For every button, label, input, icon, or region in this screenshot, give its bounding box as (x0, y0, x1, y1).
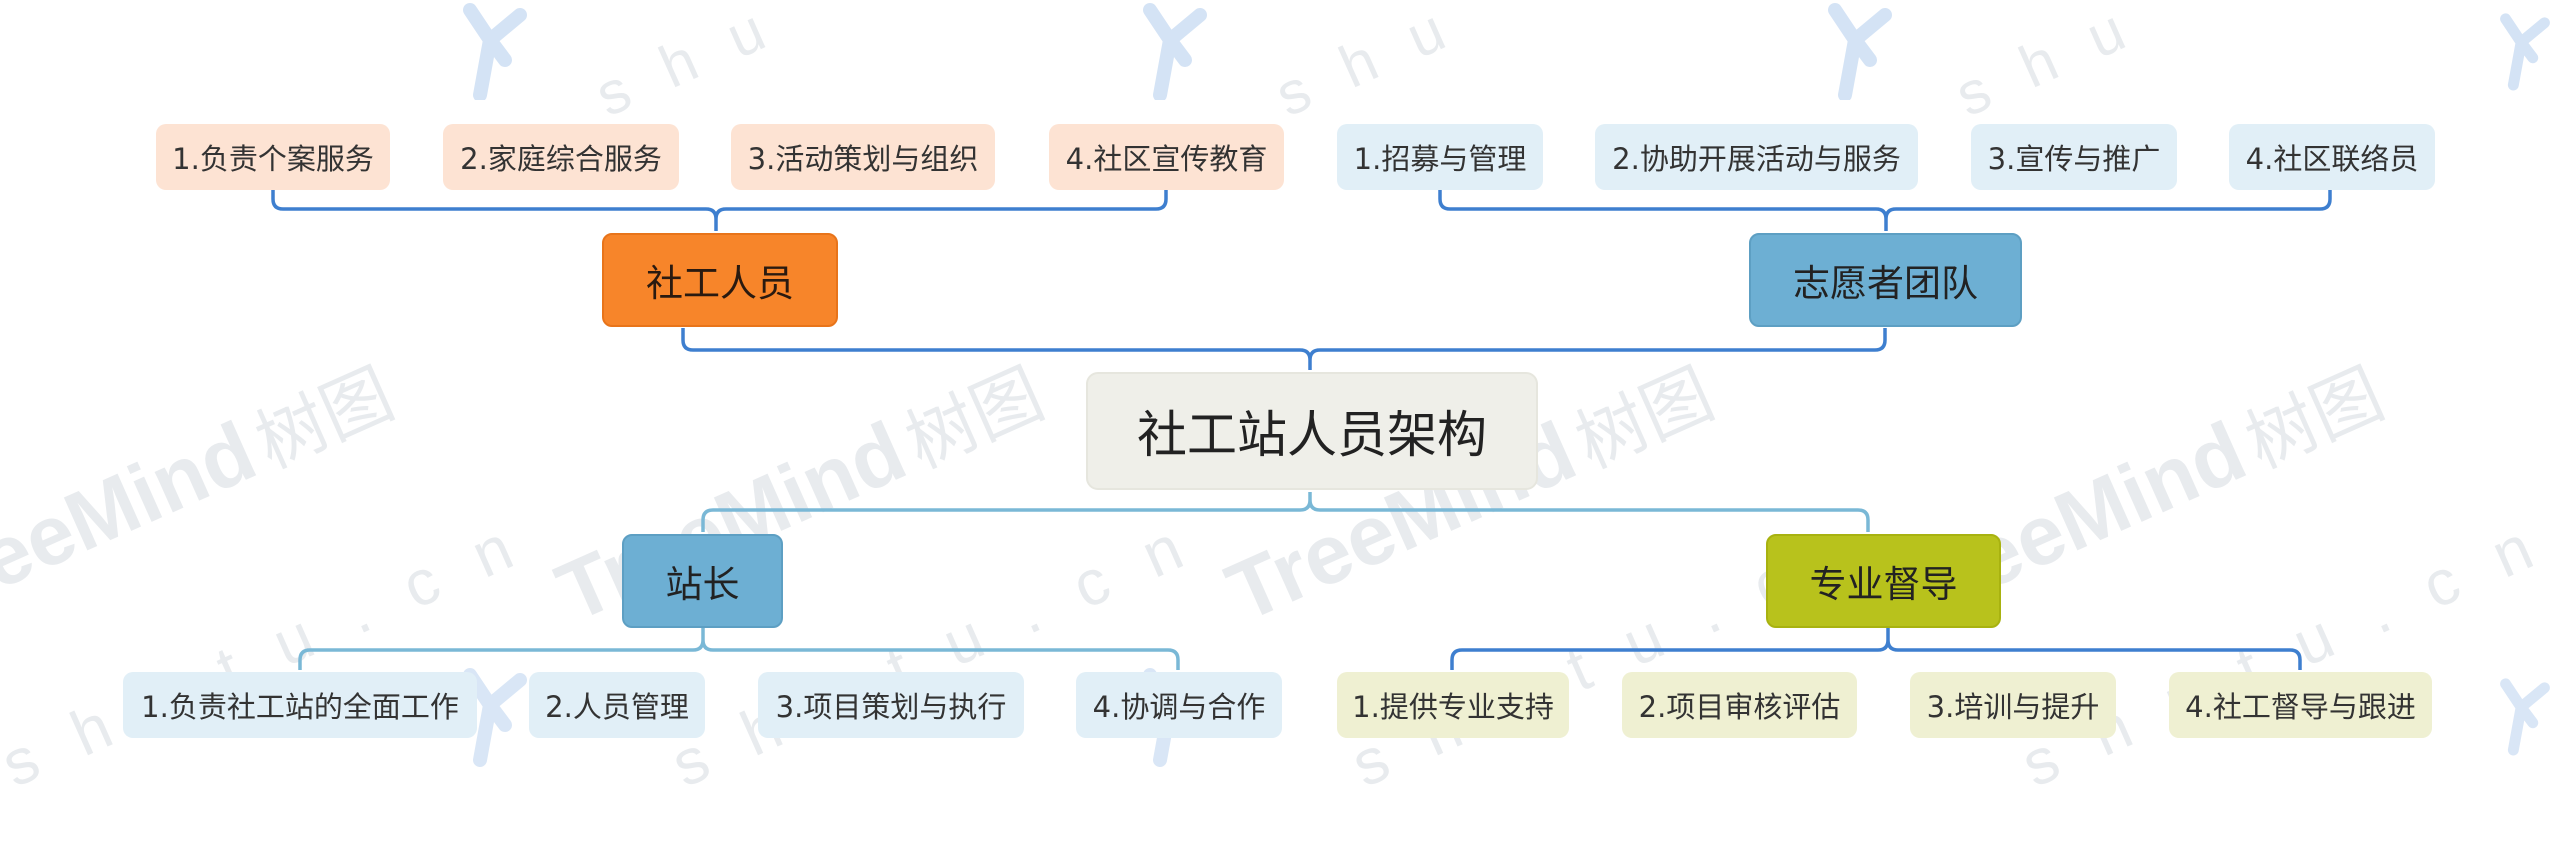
volunteer-item-1[interactable]: 1.招募与管理 (1337, 124, 1543, 190)
volunteer-item-2[interactable]: 2.协助开展活动与服务 (1595, 124, 1918, 190)
director-item-2[interactable]: 2.人员管理 (529, 672, 705, 738)
supervision-item-1[interactable]: 1.提供专业支持 (1337, 672, 1569, 738)
supervision-item-3[interactable]: 3.培训与提升 (1910, 672, 2116, 738)
connector-volunteers (1438, 190, 2332, 231)
branch-volunteers[interactable]: 志愿者团队 (1749, 233, 2022, 327)
branch-director[interactable]: 站长 (622, 534, 783, 628)
social-worker-item-4[interactable]: 4.社区宣传教育 (1049, 124, 1284, 190)
supervision-item-4[interactable]: 4.社工督导与跟进 (2169, 672, 2432, 738)
root-topic[interactable]: 社工站人员架构 (1086, 372, 1538, 490)
director-item-3[interactable]: 3.项目策划与执行 (758, 672, 1024, 738)
connector-director (298, 628, 1180, 670)
volunteer-item-4[interactable]: 4.社区联络员 (2229, 124, 2435, 190)
volunteer-item-3[interactable]: 3.宣传与推广 (1971, 124, 2177, 190)
social-worker-item-1[interactable]: 1.负责个案服务 (156, 124, 390, 190)
connector-social-workers (271, 190, 1168, 231)
connector-root-top (681, 328, 1887, 370)
director-item-4[interactable]: 4.协调与合作 (1076, 672, 1282, 738)
connector-supervision (1450, 628, 2302, 670)
branch-supervision[interactable]: 专业督导 (1766, 534, 2001, 628)
supervision-item-2[interactable]: 2.项目审核评估 (1622, 672, 1857, 738)
director-item-1[interactable]: 1.负责社工站的全面工作 (123, 672, 477, 738)
social-worker-item-3[interactable]: 3.活动策划与组织 (731, 124, 995, 190)
connector-root-bottom (701, 492, 1870, 532)
social-worker-item-2[interactable]: 2.家庭综合服务 (443, 124, 679, 190)
branch-social-workers[interactable]: 社工人员 (602, 233, 838, 327)
